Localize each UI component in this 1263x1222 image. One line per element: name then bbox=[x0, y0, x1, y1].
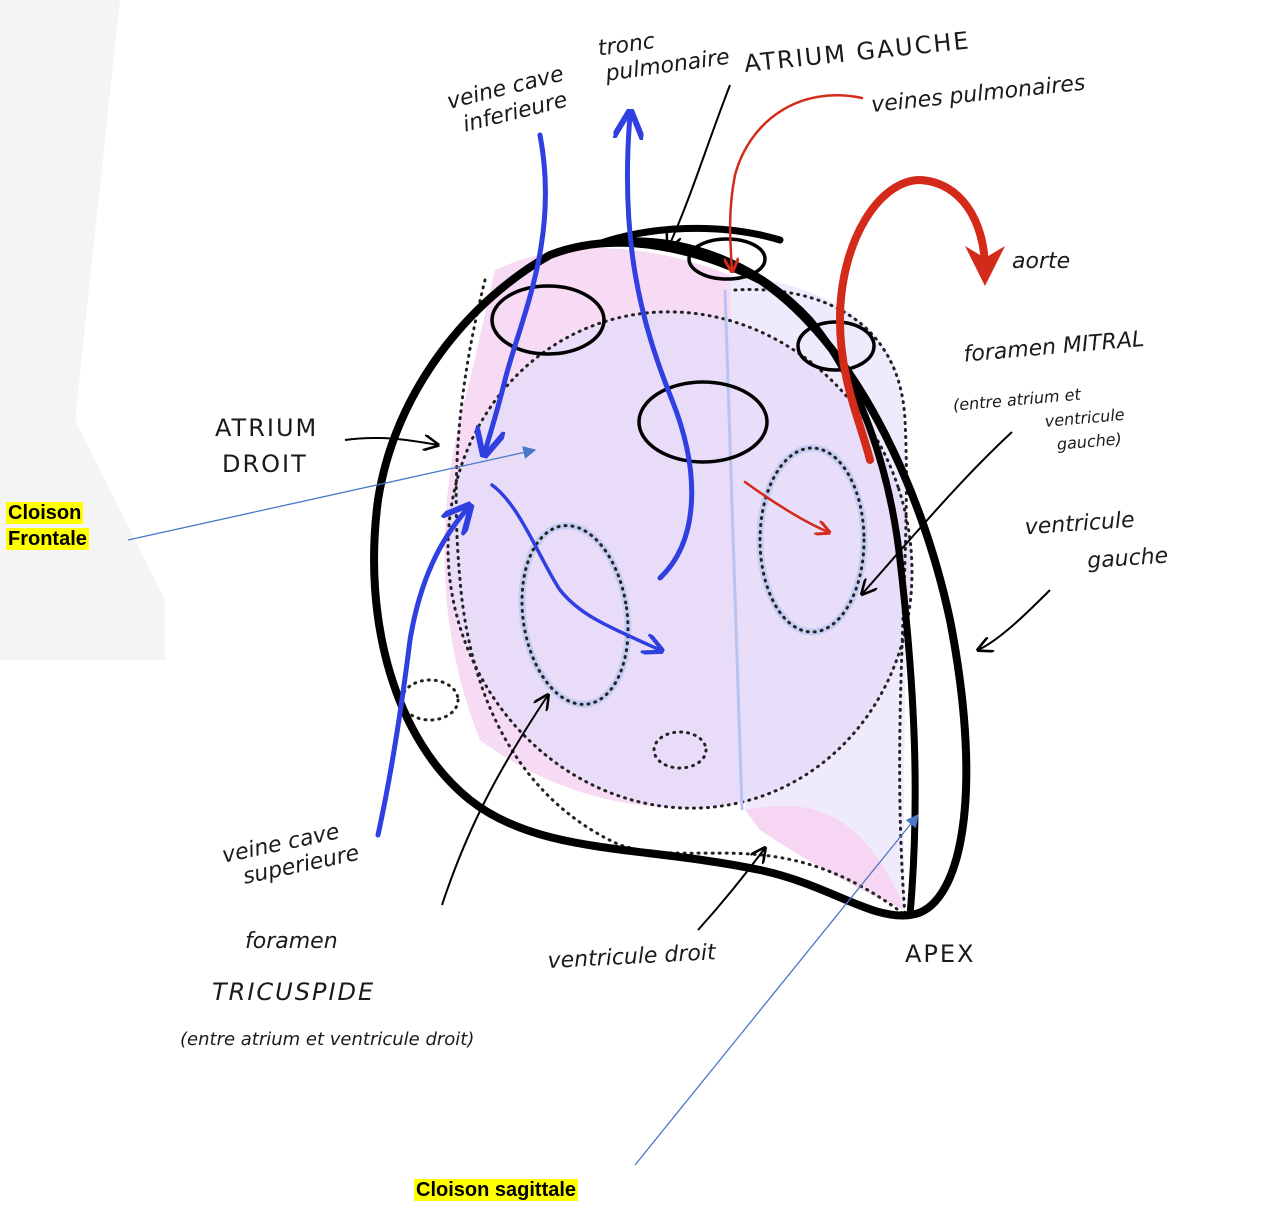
label-ventricule-gauche: ventricule gauche bbox=[1024, 506, 1169, 579]
pointer-cloison-sagittale bbox=[634, 813, 919, 1166]
tricuspid-flow-arrow bbox=[490, 483, 660, 650]
aorta-opening bbox=[796, 320, 876, 372]
frontal-septum-fill bbox=[448, 311, 912, 809]
leader-atrium-gauche bbox=[668, 84, 731, 248]
leader-foramen-mitral bbox=[862, 431, 1013, 594]
leader-foramen-tricuspide bbox=[441, 695, 548, 906]
pulmonary-veins-flow-arrow bbox=[730, 94, 864, 270]
label-ventricule-droit: ventricule droit bbox=[547, 940, 718, 974]
label-veines-pulmonaires: veines pulmonaires bbox=[870, 71, 1087, 118]
svc-opening bbox=[490, 284, 606, 356]
leader-ventricule-droit bbox=[697, 848, 765, 931]
cloison-frontale-line2: Frontale bbox=[6, 528, 89, 550]
label-aorte: aorte bbox=[1012, 249, 1070, 274]
highlight-cloison-frontale: Cloison Frontale bbox=[6, 500, 89, 552]
aorta-flow-arrow bbox=[835, 175, 1005, 464]
sagittal-septum-line bbox=[723, 289, 744, 811]
label-veine-cave-inf: veine cave inferieure bbox=[445, 60, 580, 140]
pointer-cloison-frontale bbox=[127, 446, 537, 541]
ivc-flow-arrow bbox=[485, 132, 548, 452]
cloison-sagittale-text: Cloison sagittale bbox=[414, 1179, 579, 1201]
pulmonary-trunk-flow-arrow bbox=[627, 115, 695, 581]
label-foramen-tricuspide: foramen TRICUSPIDE (entre atrium et vent… bbox=[180, 929, 474, 1050]
pulmonary-trunk-opening bbox=[637, 380, 769, 464]
label-atrium-gauche: ATRIUM GAUCHE bbox=[743, 26, 972, 78]
label-atrium-droit: ATRIUM DROIT bbox=[215, 414, 328, 478]
mitral-flow-arrow bbox=[743, 480, 828, 532]
small-dotted-ring-left bbox=[400, 678, 460, 722]
apex-pink-fill bbox=[745, 805, 905, 910]
watermark-shape bbox=[0, 0, 165, 660]
cloison-frontale-line1: Cloison bbox=[6, 502, 84, 524]
label-tronc-pulmonaire: tronc pulmonaire bbox=[596, 19, 731, 87]
label-foramen-mitral: foramen MITRAL (entre atrium et ventricu… bbox=[948, 326, 1161, 462]
left-dotted-contour bbox=[733, 288, 908, 917]
leader-atrium-droit bbox=[344, 438, 438, 445]
pulmonary-veins-opening bbox=[687, 237, 767, 281]
svc-flow-arrow bbox=[375, 508, 468, 838]
right-dotted-contour bbox=[454, 278, 907, 917]
label-veine-cave-sup: veine cave superieure bbox=[220, 816, 362, 893]
label-apex: APEX bbox=[905, 940, 976, 968]
frontal-dotted-contour bbox=[446, 310, 914, 810]
leader-ventricule-gauche bbox=[978, 589, 1051, 650]
highlight-cloison-sagittale: Cloison sagittale bbox=[414, 1177, 579, 1203]
small-dotted-ring-bottom bbox=[652, 730, 708, 770]
